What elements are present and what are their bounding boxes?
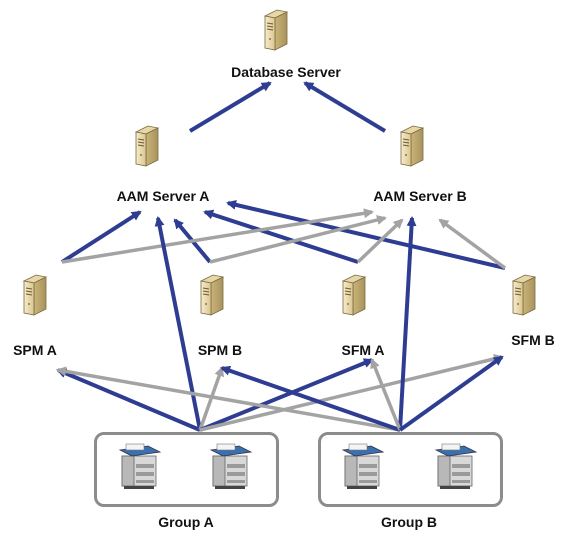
group-a-label: Group A [158,514,214,530]
spm-b-label: SPM B [197,342,243,358]
link-group-a-to-spm-a [56,368,201,432]
server-icon [512,274,536,316]
sfm-a-label: SFM A [341,342,385,358]
group-a-box [94,432,279,507]
sfm-b-label: SFM B [511,332,555,348]
link-aam-server-b-to-database-server [303,81,387,133]
server-icon [135,125,159,167]
link-group-a-to-aam-server-a [154,216,202,431]
server-icon [400,125,424,167]
link-spm-b-to-aam-server-b [209,215,387,264]
aam-server-a-label: AAM Server A [116,188,210,204]
server-icon [200,274,224,316]
link-group-b-to-spm-b [220,365,401,432]
link-sfm-a-to-aam-server-a [203,209,359,264]
database-server-label: Database Server [231,64,341,80]
link-sfm-a-to-aam-server-b [356,218,404,264]
link-group-b-to-spm-a [56,366,401,432]
link-aam-server-a-to-database-server [188,81,272,133]
link-spm-a-to-aam-server-b [61,208,374,264]
server-icon [264,9,288,51]
link-group-b-to-sfm-b [398,355,504,432]
link-group-a-to-sfm-a [199,358,374,432]
link-group-b-to-sfm-a [370,358,402,431]
link-sfm-b-to-aam-server-a [226,199,506,270]
link-spm-a-to-aam-server-a [60,210,142,264]
connection-lines [56,81,507,432]
server-icon [23,274,47,316]
link-group-b-to-aam-server-b [398,216,417,431]
group-b-label: Group B [381,514,437,530]
aam-server-b-label: AAM Server B [373,188,467,204]
spm-a-label: SPM A [13,342,57,358]
link-sfm-b-to-aam-server-b [438,218,507,270]
link-group-a-to-spm-b [198,366,225,431]
link-group-a-to-sfm-b [199,354,504,432]
group-b-box [318,432,503,507]
server-icon [342,274,366,316]
